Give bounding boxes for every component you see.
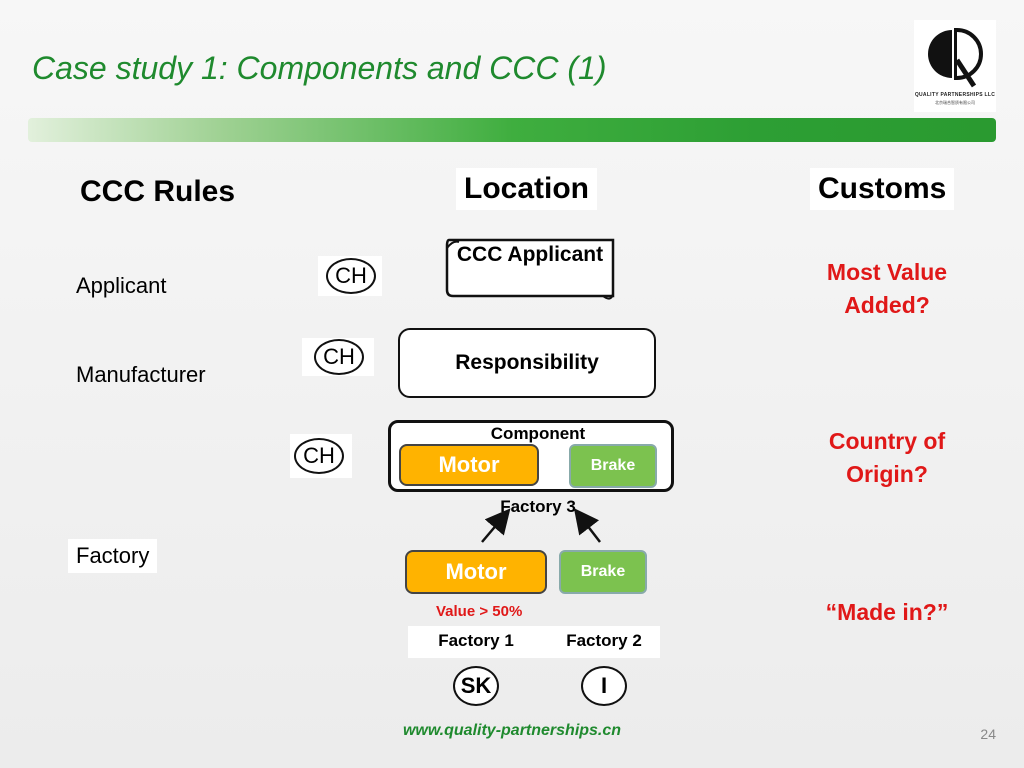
- rule-applicant: Applicant: [76, 273, 167, 298]
- customs-made-in: “Made in?”: [825, 599, 949, 625]
- factory3-label: Factory 3: [500, 497, 576, 516]
- column-heading-location: Location: [456, 168, 597, 210]
- rule-manufacturer: Manufacturer: [76, 362, 206, 387]
- logo-brand-text: QUALITY PARTNERSHIPS LLC: [914, 92, 996, 98]
- arrow-factory2-to-factory3: [573, 508, 601, 543]
- location-code-manufacturer: CH: [314, 339, 364, 375]
- ccc-applicant-label: CCC Applicant: [456, 243, 604, 266]
- factory2-label: Factory 2: [566, 631, 642, 650]
- page-number: 24: [980, 726, 996, 742]
- factory2-brake: Brake: [559, 550, 647, 594]
- location-code-factory1: SK: [453, 666, 499, 706]
- logo-brand-subtext: 北京瑞合智质有限公司: [935, 100, 975, 105]
- responsibility-box: Responsibility: [398, 328, 656, 398]
- logo-mark-icon: [928, 28, 983, 88]
- ccc-applicant-document-shape: [445, 238, 615, 300]
- component-label: Component: [435, 424, 641, 444]
- location-code-component: CH: [294, 438, 344, 474]
- location-code-factory2: I: [581, 666, 627, 706]
- component-motor: Motor: [399, 444, 539, 486]
- factory1-label: Factory 1: [438, 631, 514, 650]
- company-logo: QUALITY PARTNERSHIPS LLC 北京瑞合智质有限公司: [914, 20, 996, 112]
- customs-country-of-origin: Country of Origin?: [828, 428, 946, 487]
- column-heading-customs: Customs: [810, 168, 955, 210]
- component-brake: Brake: [569, 444, 657, 488]
- responsibility-label: Responsibility: [455, 351, 599, 374]
- rule-factory: Factory: [68, 539, 158, 573]
- slide-title: Case study 1: Components and CCC (1): [32, 50, 607, 86]
- supply-arrows: [481, 508, 601, 543]
- footer-url[interactable]: www.quality-partnerships.cn: [402, 722, 622, 739]
- customs-most-value-added: Most Value Added?: [826, 259, 948, 318]
- arrow-factory1-to-factory3: [481, 508, 511, 543]
- column-heading-rules: CCC Rules: [80, 175, 236, 208]
- factory1-motor: Motor: [405, 550, 547, 594]
- factory-labels-backdrop: [408, 626, 660, 658]
- value-note: Value > 50%: [436, 603, 523, 620]
- location-code-applicant: CH: [326, 258, 376, 294]
- header-divider-bar: [28, 118, 996, 142]
